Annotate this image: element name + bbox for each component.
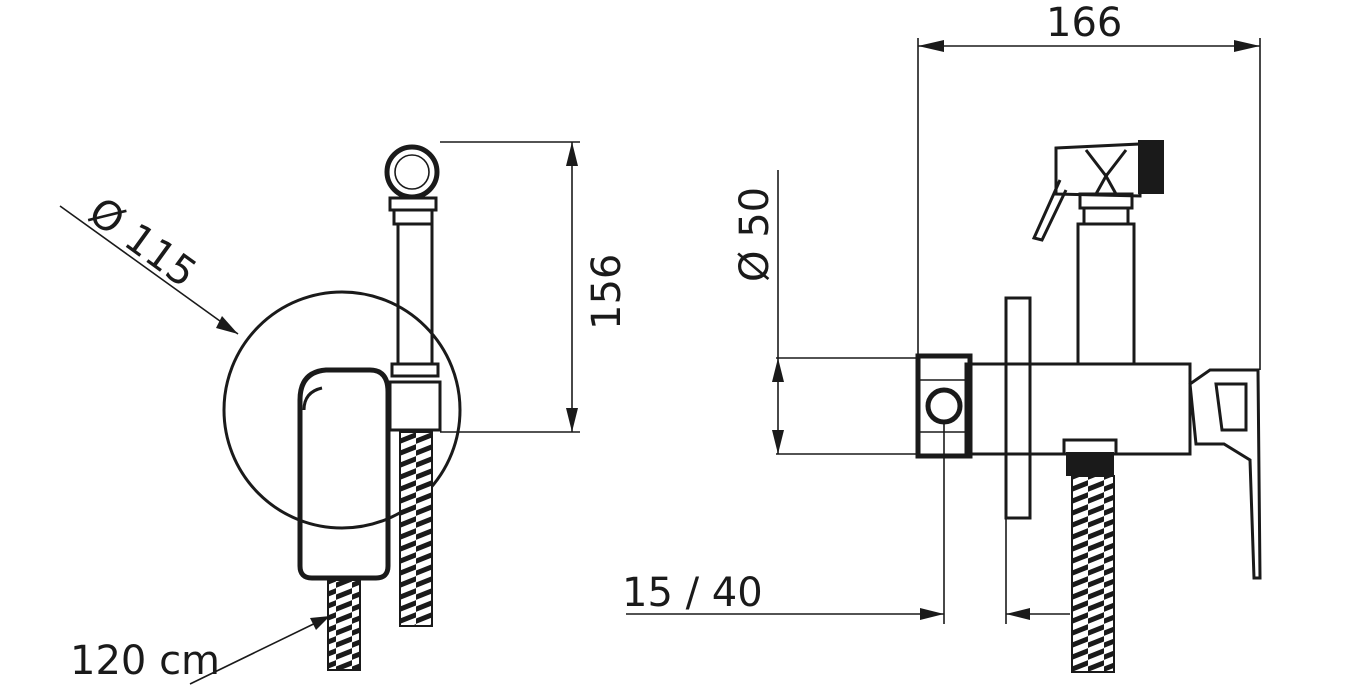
front-view: Ø 115 120 cm 156 <box>59 141 630 685</box>
side-view: 166 Ø 50 15 / 40 <box>622 0 1262 673</box>
side-sprayer-head <box>1054 142 1142 198</box>
side-hose <box>1071 475 1115 673</box>
handset-diameter-label: Ø 50 <box>732 187 778 282</box>
sprayer-body <box>396 222 434 366</box>
wall-depth-label: 15 / 40 <box>622 570 763 616</box>
side-sprayer-trigger <box>1031 179 1068 242</box>
side-lever <box>1188 368 1262 580</box>
wall-rosette <box>222 290 462 530</box>
hose-length-label: 120 cm <box>70 638 220 684</box>
side-rosette-plate <box>1004 296 1032 520</box>
rosette-diameter-label: Ø 115 <box>80 189 205 297</box>
sprayer-hose <box>399 431 433 627</box>
sprayer-holder <box>388 380 442 432</box>
mixer-lever <box>297 367 391 581</box>
overall-depth-label: 166 <box>1046 0 1122 46</box>
side-sprayer-body <box>1076 222 1136 366</box>
mixer-hose <box>327 579 361 671</box>
handset-height-label: 156 <box>584 254 630 330</box>
